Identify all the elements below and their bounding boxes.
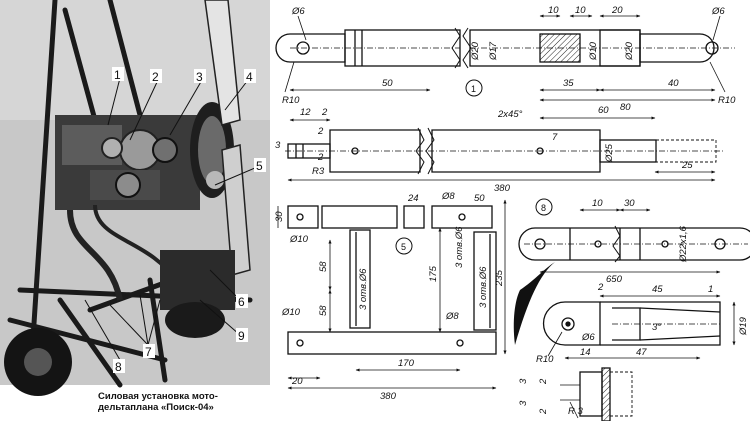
- d3-dim-0: 24: [407, 193, 419, 204]
- d6-dim-3: 2: [538, 408, 549, 415]
- d3-label: 5: [401, 242, 406, 252]
- d4-label: 8: [541, 203, 546, 213]
- d2-dim-0: 12: [300, 107, 311, 118]
- d1-dim-13: R10: [282, 95, 300, 106]
- d3-dim-13: Ø8: [445, 311, 459, 322]
- caption-line-1: Силовая установка мото-: [98, 391, 218, 402]
- drawing-2: [285, 116, 725, 182]
- d3-dim-14: 170: [398, 358, 415, 369]
- d4-dim-1: 30: [624, 198, 635, 209]
- d1-dim-0: Ø6: [291, 6, 305, 17]
- d2-dim-10: 25: [681, 160, 693, 171]
- drawing-4: [518, 198, 750, 274]
- engine-photo: 1 2 3 4 5 6 7 8 9: [0, 0, 270, 396]
- leader-arrow: [513, 262, 555, 345]
- callout-7: 7: [145, 345, 152, 359]
- d3-dim-15: 20: [291, 376, 303, 387]
- d2-dim-3: 60: [598, 105, 609, 116]
- d3-dim-8: 3 отв.Ø6: [358, 268, 369, 310]
- d5-dim-2: 1: [708, 284, 713, 295]
- callout-5: 5: [256, 159, 263, 173]
- d1-dim-5: Ø20: [470, 41, 481, 61]
- d1-dim-2: 10: [575, 5, 586, 16]
- d1-dim-1: 10: [548, 5, 559, 16]
- d2-dim-4: 3: [275, 140, 281, 151]
- d4-dim-3: 650: [606, 274, 623, 285]
- d1-dim-10: 35: [563, 78, 574, 89]
- d1-dim-12: 80: [620, 102, 631, 113]
- d3-dim-16: 380: [380, 391, 397, 402]
- d4-dim-2: Ø22x1,6: [678, 225, 689, 263]
- d3-dim-12: Ø10: [281, 307, 301, 318]
- drawing-3: [277, 199, 507, 390]
- drawing-1: [275, 14, 735, 102]
- d3-dim-11: 235: [494, 269, 505, 287]
- d3-dim-10: 3 отв.Ø6: [478, 266, 489, 308]
- d6-dim-0: 3: [518, 378, 529, 384]
- d1-dim-6: Ø17: [488, 41, 499, 61]
- d3-dim-1: Ø8: [441, 191, 455, 202]
- d2-dim-6: 2: [317, 152, 324, 163]
- d2-dim-9: R3: [312, 166, 325, 177]
- d5-dim-7: 14: [580, 347, 591, 358]
- callout-4: 4: [246, 70, 253, 84]
- d1-dim-14: R10: [718, 95, 736, 106]
- d3-dim-5: 3 отв.Ø6: [454, 226, 465, 268]
- d3-dim-9: 175: [428, 265, 439, 282]
- d2-dim-11: 380: [494, 183, 511, 194]
- callout-3: 3: [196, 70, 203, 84]
- figure-caption: Силовая установка мото- дельтаплана «Пои…: [98, 391, 288, 413]
- d1-dim-7: Ø10: [588, 41, 599, 61]
- d5-dim-4: 3°: [652, 322, 661, 333]
- d2-dim-1: 2: [321, 107, 328, 118]
- callout-2: 2: [152, 70, 159, 84]
- d2-dim-8: Ø25: [604, 143, 615, 163]
- d2-dim-2: 2x45°: [497, 109, 523, 120]
- caption-line-2: дельтаплана «Поиск-04»: [98, 402, 214, 413]
- callout-6: 6: [238, 295, 245, 309]
- d3-dim-6: 58: [318, 261, 329, 272]
- d5-dim-0: 2: [597, 282, 604, 293]
- d6-dim-1: 2: [538, 378, 549, 385]
- d5-dim-5: Ø6: [581, 332, 595, 343]
- d3-dim-2: 50: [474, 193, 485, 204]
- callout-1: 1: [114, 68, 121, 82]
- callout-8: 8: [115, 360, 122, 374]
- d5-dim-8: 47: [636, 347, 647, 358]
- d1-dim-3: 20: [611, 5, 623, 16]
- d1-dim-9: 50: [382, 78, 393, 89]
- callout-9: 9: [238, 329, 245, 343]
- d3-dim-4: Ø10: [289, 234, 309, 245]
- drawing-6: [560, 367, 633, 421]
- d2-dim-5: 2: [317, 126, 324, 137]
- d1-dim-11: 40: [668, 78, 679, 89]
- d2-dim-7: 7: [552, 132, 558, 143]
- d6-dim-2: 3: [518, 400, 529, 406]
- d5-dim-1: 45: [652, 284, 663, 295]
- d6-dim-4: R 3: [568, 406, 584, 417]
- d3-dim-7: 58: [318, 305, 329, 316]
- d1-dim-4: Ø6: [711, 6, 725, 17]
- d4-dim-0: 10: [592, 198, 603, 209]
- d1-dim-8: Ø20: [624, 41, 635, 61]
- d5-dim-3: Ø19: [738, 316, 749, 336]
- d1-label: 1: [471, 84, 476, 94]
- drawing-5: [542, 294, 736, 360]
- d3-dim-3: 30: [274, 211, 285, 222]
- d5-dim-6: R10: [536, 354, 554, 365]
